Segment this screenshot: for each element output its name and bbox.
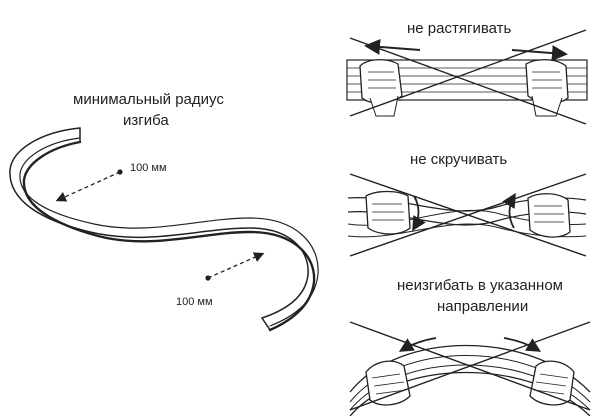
- right-hand-icon: [525, 59, 569, 117]
- min-radius-title-line1: минимальный радиус: [73, 91, 224, 108]
- left-hand-icon: [365, 190, 411, 235]
- caption-no-bend-line1: неизгибать в указанном: [397, 277, 563, 294]
- caption-no-stretch: не растягивать: [407, 20, 512, 37]
- s-curve-strip: [9, 127, 319, 332]
- radius-label-bottom: 100 мм: [176, 296, 213, 308]
- panel-no-twist: [347, 173, 587, 257]
- caption-no-twist: не скручивать: [410, 151, 508, 168]
- radius-indicator-top: [55, 169, 123, 202]
- caption-no-bend-line2: направлении: [437, 298, 529, 315]
- min-radius-title-line2: изгиба: [123, 112, 169, 129]
- left-hand-icon: [365, 360, 411, 406]
- radius-indicator-bottom: [205, 252, 265, 281]
- panel-no-bend: [349, 321, 591, 416]
- right-hand-icon: [527, 193, 571, 238]
- radius-label-top: 100 мм: [130, 162, 167, 174]
- left-hand-icon: [359, 59, 403, 117]
- panel-no-stretch: [346, 29, 588, 125]
- right-hand-icon: [529, 360, 575, 406]
